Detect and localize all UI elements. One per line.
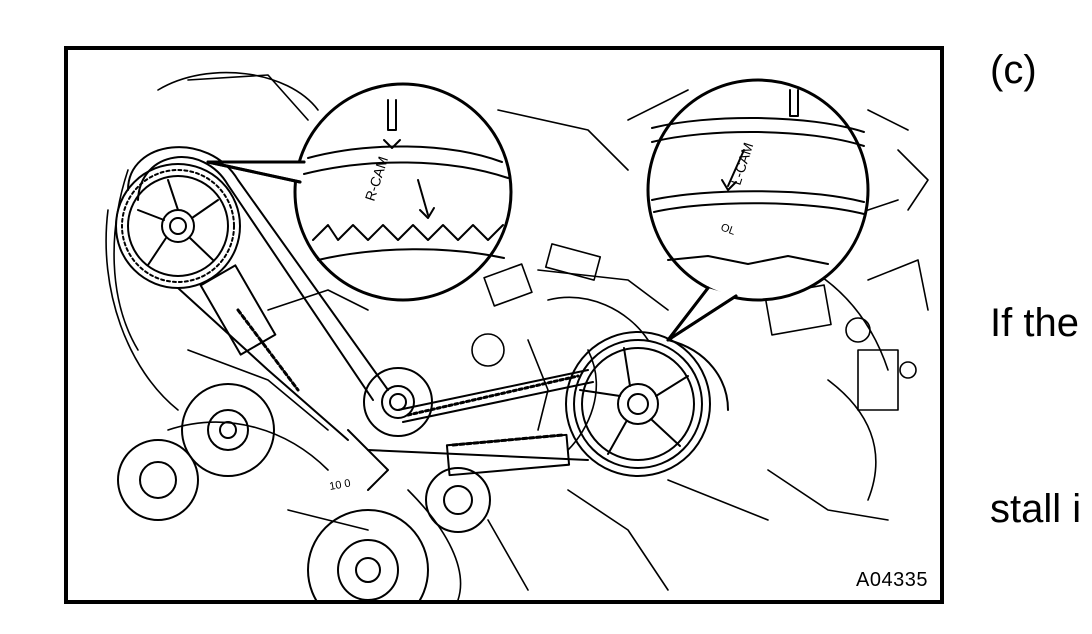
- idler-pulley: [199, 264, 571, 491]
- timing-belt: [127, 146, 594, 461]
- timing-gauge-mark: 10 0: [328, 477, 351, 493]
- right-callout: [646, 78, 870, 342]
- instruction-line: stall i: [990, 487, 1082, 531]
- step-label: (c): [990, 48, 1037, 92]
- right-cam-pulley: [565, 331, 729, 477]
- lower-pulleys: [117, 383, 491, 600]
- instruction-text: If the stall i: [990, 168, 1081, 602]
- engine-line-drawing: R-CAM L-CAM OL 10 0: [105, 71, 929, 600]
- instruction-line: If the: [990, 301, 1079, 345]
- right-callout-small-mark: OL: [719, 222, 737, 238]
- timing-belt-diagram: R-CAM L-CAM OL 10 0 A04335: [64, 46, 944, 604]
- figure-code: A04335: [856, 569, 928, 591]
- left-callout: [206, 82, 513, 302]
- left-cam-pulley: [115, 163, 241, 289]
